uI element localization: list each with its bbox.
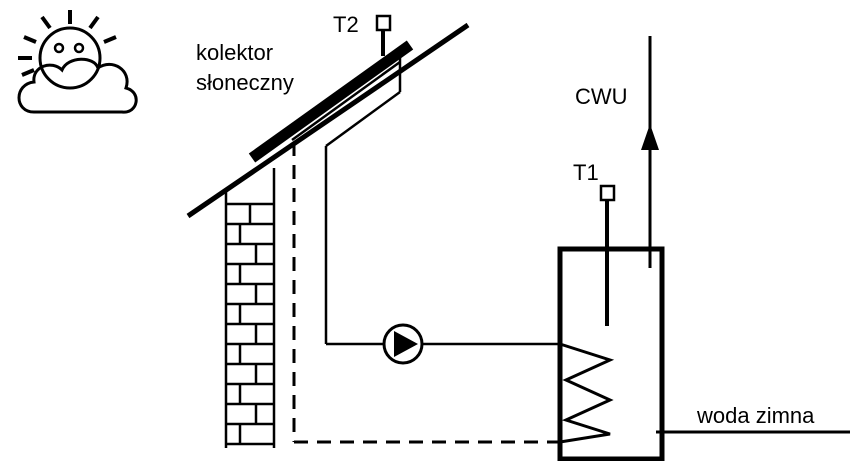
collector-label-line1: kolektor <box>196 40 273 65</box>
sensor-t2: T2 <box>333 12 392 56</box>
arrow-up-icon <box>641 124 659 150</box>
supply-pipe <box>324 90 560 346</box>
sensor-t1-label: T1 <box>573 160 599 185</box>
heat-exchanger-coil-icon <box>559 342 615 444</box>
storage-tank <box>557 246 665 461</box>
sun-left-eye <box>53 42 65 54</box>
cloud <box>17 57 138 114</box>
collector-panel <box>248 40 414 163</box>
sun-right-eye <box>73 42 85 54</box>
sensor-t2-icon <box>375 14 392 32</box>
sensor-t2-label: T2 <box>333 12 359 37</box>
sun-rays <box>18 10 117 77</box>
sun-face <box>38 26 102 90</box>
solar-collector <box>248 40 414 163</box>
sensor-t1-icon <box>599 184 616 202</box>
hot-water-outlet: CWU <box>575 36 659 268</box>
roof-line <box>186 22 470 219</box>
pump-direction-triangle <box>394 331 418 357</box>
collector-frame-back <box>291 60 401 142</box>
brick-wall <box>224 168 276 448</box>
cold-water-label: woda zimna <box>696 403 815 428</box>
return-pipe <box>292 142 560 444</box>
collector-label-line2: słoneczny <box>196 70 294 95</box>
cold-water-inlet: woda zimna <box>656 403 850 434</box>
hot-water-label: CWU <box>575 84 628 109</box>
sensor-t1: T1 <box>573 160 616 326</box>
circulation-pump-icon <box>382 323 424 365</box>
sun-behind-cloud-icon <box>17 10 138 114</box>
